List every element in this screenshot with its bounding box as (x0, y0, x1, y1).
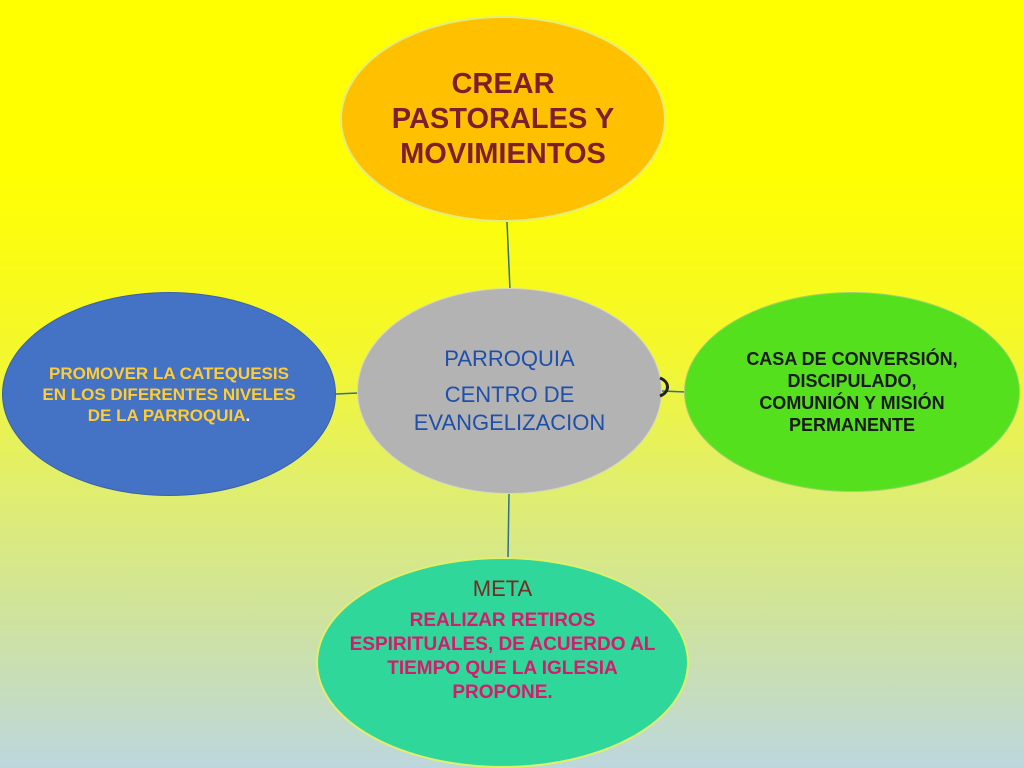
node-crear-pastorales: CREAR PASTORALES Y MOVIMIENTOS (340, 16, 666, 222)
connector-top (506, 221, 511, 291)
connector-handle-icon (659, 376, 669, 398)
connector-left (335, 392, 359, 395)
node-left-text-wrap: PROMOVER LA CATEQUESIS EN LOS DIFERENTES… (41, 363, 297, 426)
node-center-parroquia: PARROQUIA CENTRO DE EVANGELIZACION (357, 288, 662, 494)
node-bottom-label: META (472, 576, 533, 601)
node-right-text: CASA DE CONVERSIÓN, DISCIPULADO, COMUNIÓ… (746, 349, 958, 435)
node-top-text: CREAR PASTORALES Y MOVIMIENTOS (391, 67, 615, 170)
node-bottom-text: REALIZAR RETIROS ESPIRITUALES, DE ACUERD… (349, 610, 656, 703)
center-line-2: CENTRO DE EVANGELIZACION (413, 382, 606, 435)
node-left-text: PROMOVER LA CATEQUESIS EN LOS DIFERENTES… (42, 363, 296, 425)
center-line-1: PARROQUIA (444, 346, 575, 371)
node-promover-catequesis: PROMOVER LA CATEQUESIS EN LOS DIFERENTES… (2, 292, 336, 496)
node-meta-retiros: META REALIZAR RETIROS ESPIRITUALES, DE A… (316, 557, 689, 768)
node-casa-de-conversion: CASA DE CONVERSIÓN, DISCIPULADO, COMUNIÓ… (684, 292, 1020, 492)
node-left-trailing: . (245, 405, 251, 425)
connector-bottom (507, 492, 510, 559)
